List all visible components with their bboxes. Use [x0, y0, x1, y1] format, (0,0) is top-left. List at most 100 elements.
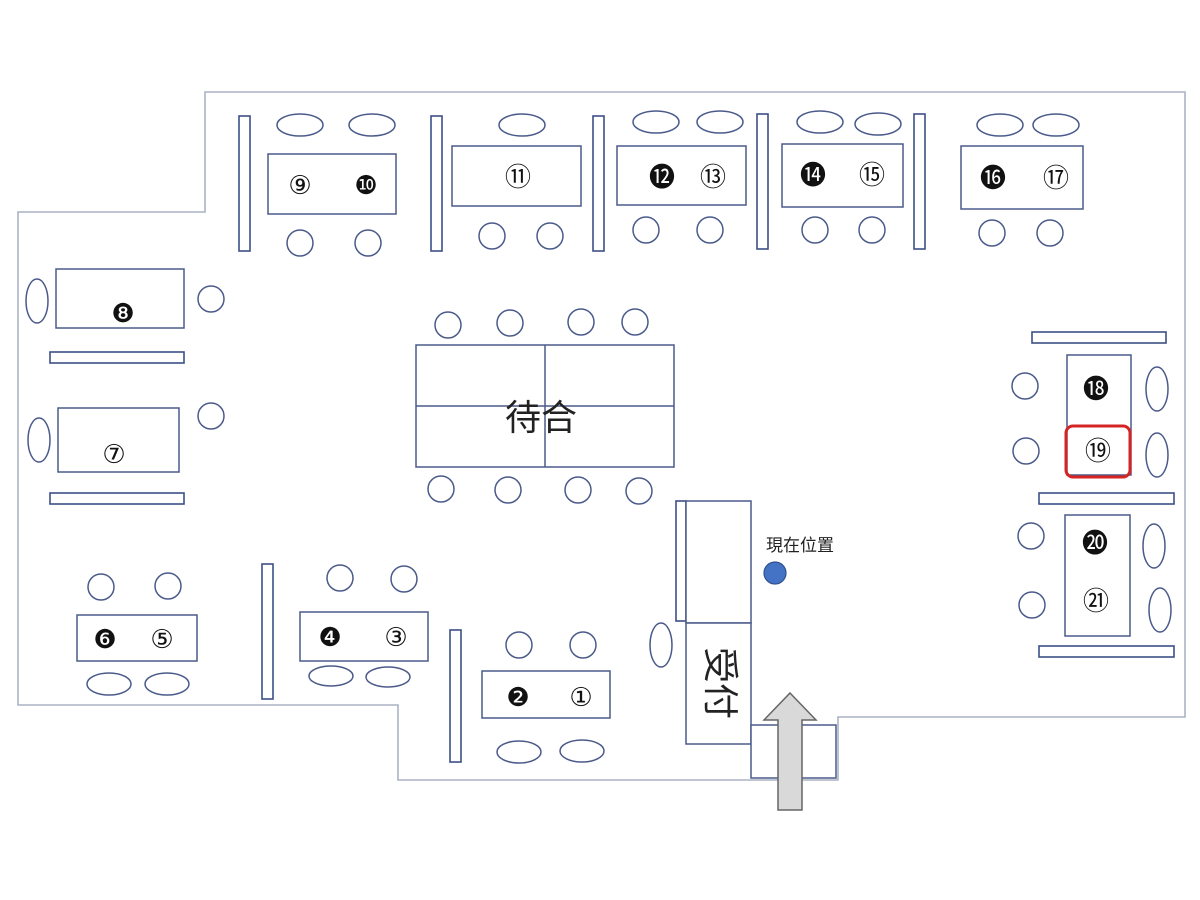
seat-13-label[interactable]: ⑬ — [700, 163, 726, 193]
chair — [496, 740, 542, 764]
chair — [348, 113, 396, 137]
seat-6-label[interactable]: ❻ — [93, 625, 116, 655]
chair — [625, 477, 653, 505]
seat-17-label[interactable]: ⑰ — [1043, 164, 1069, 194]
partition — [449, 629, 462, 763]
partition — [238, 115, 251, 252]
partition — [49, 492, 185, 505]
seat-2-label[interactable]: ❷ — [506, 683, 529, 713]
chair — [505, 631, 533, 659]
chair — [326, 564, 354, 592]
table-14-15 — [781, 143, 904, 208]
chair — [1036, 219, 1064, 247]
chair — [854, 112, 902, 136]
partition — [1031, 331, 1167, 344]
chair — [559, 739, 605, 763]
chair — [197, 285, 225, 313]
table-8 — [55, 268, 185, 329]
chair — [1011, 372, 1039, 400]
seat-20-label[interactable]: ⓴ — [1082, 529, 1108, 559]
chair — [1012, 437, 1040, 465]
chair — [567, 308, 595, 336]
chair — [494, 476, 522, 504]
chair — [354, 229, 382, 257]
chair — [632, 216, 660, 244]
table-2-1 — [481, 670, 611, 719]
chair — [276, 113, 324, 137]
partition — [913, 113, 926, 250]
chair — [649, 622, 673, 668]
partition — [49, 351, 185, 364]
chair — [427, 475, 455, 503]
seat-7-label[interactable]: ⑦ — [102, 440, 125, 470]
seat-21-label[interactable]: ㉑ — [1083, 587, 1109, 617]
table-18-19 — [1066, 354, 1132, 476]
seat-18-label[interactable]: ⓲ — [1083, 375, 1109, 405]
seat-16-label[interactable]: ⓰ — [980, 164, 1006, 194]
waiting-area-label: 待合 — [505, 398, 577, 439]
chair — [86, 672, 132, 696]
reception-counter — [685, 500, 752, 624]
chair — [632, 110, 680, 134]
chair — [87, 573, 115, 601]
chair — [1142, 523, 1166, 569]
entrance-arrow — [762, 691, 818, 811]
partition — [430, 115, 443, 252]
chair — [978, 219, 1006, 247]
chair — [496, 309, 524, 337]
chair — [1017, 522, 1045, 550]
partition — [1038, 492, 1175, 505]
partition — [592, 115, 605, 252]
seat-8-label[interactable]: ❽ — [111, 299, 134, 329]
seat-19-label[interactable]: ⑲ — [1085, 437, 1111, 467]
seat-14-label[interactable]: ⓮ — [800, 161, 826, 191]
chair — [25, 278, 49, 324]
seat-11-label[interactable]: ⑪ — [505, 163, 531, 193]
chair — [308, 665, 354, 687]
table-7 — [57, 407, 180, 473]
chair — [1032, 113, 1080, 137]
chair — [696, 216, 724, 244]
table-11 — [451, 145, 582, 207]
partition — [261, 563, 274, 700]
seat-9-label[interactable]: ⑨ — [288, 171, 311, 201]
seat-3-label[interactable]: ③ — [384, 623, 407, 653]
reception-desk — [685, 622, 752, 745]
table-9-10 — [267, 153, 397, 215]
chair — [536, 222, 564, 250]
chair — [197, 402, 225, 430]
chair — [976, 113, 1024, 137]
chair — [1148, 587, 1172, 633]
seat-12-label[interactable]: ⓬ — [649, 163, 675, 193]
chair — [478, 222, 506, 250]
chair — [796, 110, 844, 134]
table-12-13 — [616, 145, 747, 206]
chair — [144, 672, 190, 696]
reception-partition — [675, 500, 687, 622]
table-6-5 — [76, 614, 198, 662]
chair — [498, 113, 546, 137]
chair — [434, 311, 462, 339]
seat-4-label[interactable]: ❹ — [318, 623, 341, 653]
table-16-17 — [960, 145, 1084, 210]
room-outline — [17, 91, 1186, 781]
partition — [1038, 645, 1175, 658]
chair — [154, 572, 182, 600]
highlighted-seat-frame — [1064, 424, 1132, 479]
chair — [1018, 591, 1046, 619]
chair — [801, 216, 829, 244]
seat-10-label[interactable]: ❿ — [354, 171, 377, 201]
chair — [286, 229, 314, 257]
chair — [1145, 366, 1169, 412]
partition — [756, 113, 769, 250]
seat-1-label[interactable]: ① — [569, 683, 592, 713]
chair — [696, 110, 744, 134]
chair — [1145, 432, 1169, 478]
chair — [390, 565, 418, 593]
table-4-3 — [299, 611, 429, 662]
seat-5-label[interactable]: ⑤ — [150, 625, 173, 655]
current-location-marker[interactable] — [763, 561, 787, 585]
seat-15-label[interactable]: ⑮ — [859, 161, 885, 191]
chair — [564, 476, 592, 504]
